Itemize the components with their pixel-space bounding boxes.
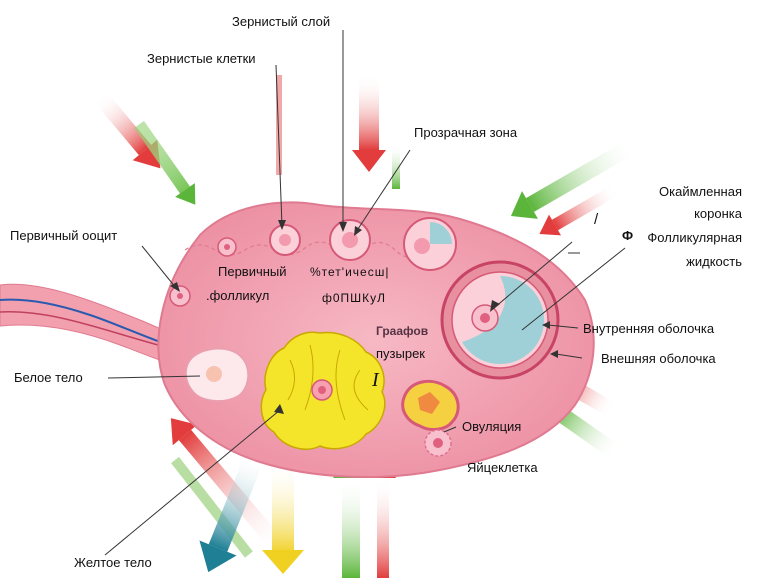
label-secondary-follicle-line1: %тет'ичесш| — [310, 264, 389, 280]
label-primary-oocyte: Первичный ооцит — [10, 228, 117, 244]
label-granular-cells: Зернистые клетки — [147, 51, 256, 67]
label-graafian-mark: I — [372, 372, 379, 388]
label-follicular-fluid-line2: жидкость — [630, 254, 742, 270]
tertiary-follicle — [404, 218, 456, 270]
label-ovulation: Овуляция — [462, 419, 521, 435]
arrow-top-left-red — [88, 86, 173, 179]
label-graafian-line1: Граафов — [376, 323, 428, 339]
primary-oocyte-follicle — [170, 286, 190, 306]
label-graafian-line2: пузырек — [376, 346, 425, 362]
small-follicle-a — [218, 238, 236, 256]
arrow-bottom-yellow — [262, 460, 304, 574]
label-zona-pellucida: Прозрачная зона — [414, 125, 517, 141]
label-secondary-follicle-line2: ф0ПШКуЛ — [322, 290, 386, 306]
label-corona-line1: Окаймленная — [630, 184, 742, 200]
arrow-top-red-2 — [352, 75, 386, 172]
primary-follicle — [270, 225, 300, 255]
corpus-albicans — [186, 349, 248, 401]
ruptured-follicle — [403, 381, 458, 429]
label-slash: / — [594, 212, 598, 228]
label-theca-interna: Внутренняя оболочка — [583, 321, 714, 337]
label-theca-externa: Внешняя оболочка — [601, 351, 716, 367]
label-corpus-albicans: Белое тело — [14, 370, 83, 386]
label-granular-layer: Зернистый слой — [232, 14, 330, 30]
egg-cell — [425, 430, 451, 456]
graafian-follicle — [442, 262, 558, 378]
label-egg-cell: Яйцеклетка — [467, 460, 538, 476]
secondary-follicle — [330, 220, 370, 260]
arrow-top-left-green — [129, 118, 205, 212]
label-corona-line2: коронка — [630, 206, 742, 222]
label-primary-follicle-line2: .фолликул — [206, 288, 269, 304]
label-primary-follicle-line1: Первичный — [218, 264, 287, 280]
label-corpus-luteum: Желтое тело — [74, 555, 152, 571]
label-follicular-fluid-line1: Фолликулярная — [626, 230, 742, 246]
